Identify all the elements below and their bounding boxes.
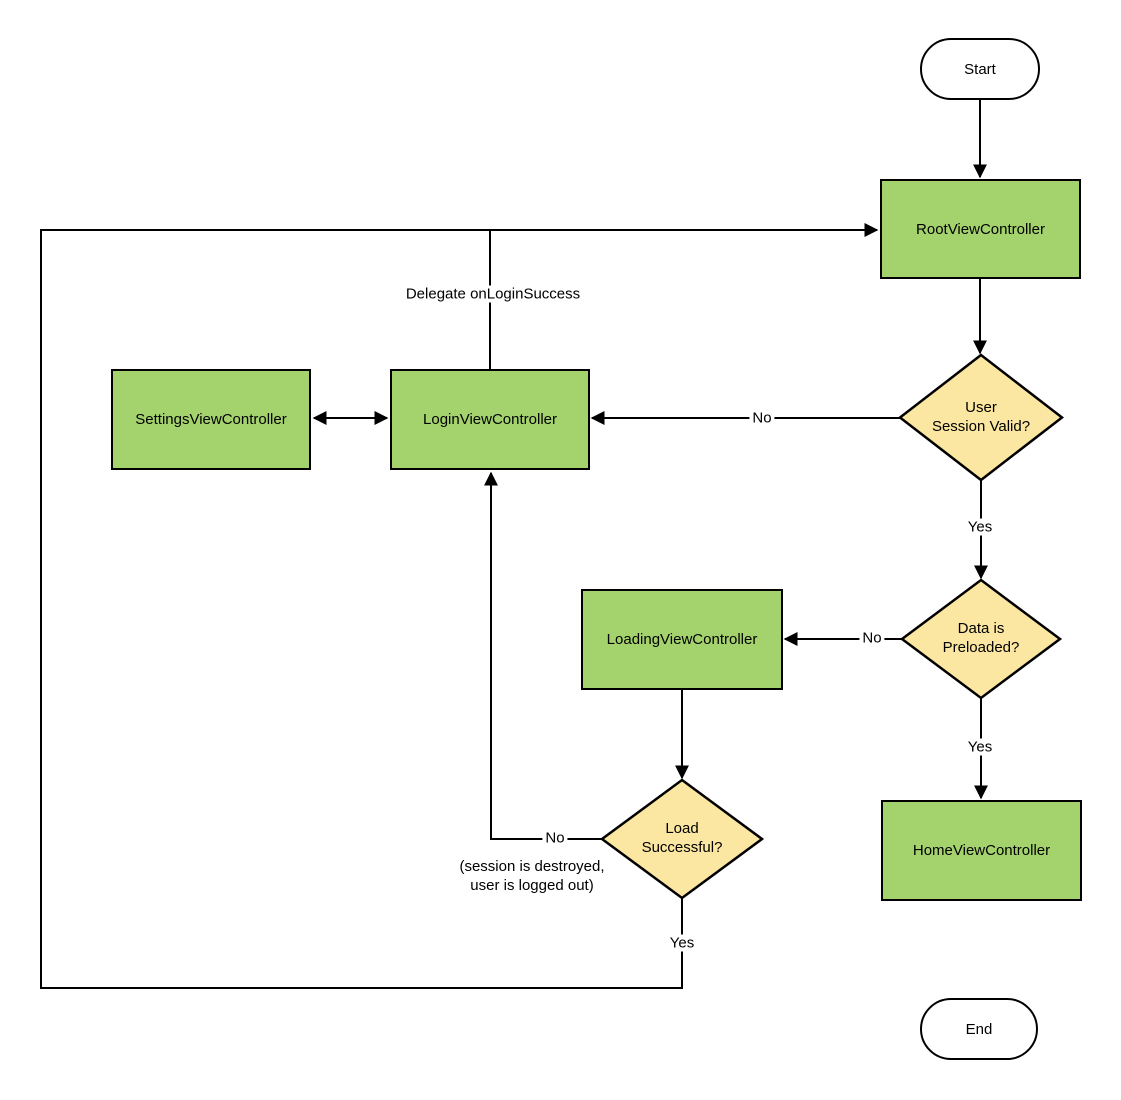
node-load-successful-decision <box>599 778 765 900</box>
node-end: End <box>920 998 1038 1060</box>
node-settings-view-controller: SettingsViewController <box>111 369 311 470</box>
data-preloaded-label-line1: Data is <box>957 620 1005 637</box>
edge-label-preloaded-no: No <box>859 629 885 647</box>
node-data-preloaded-decision <box>899 578 1063 700</box>
data-preloaded-label: Data is Preloaded? <box>943 619 1020 657</box>
edge-label-delegate-on-login-success: Delegate onLoginSuccess <box>402 285 584 303</box>
load-no-annotation: (session is destroyed, user is logged ou… <box>459 857 604 895</box>
edge-load-yes-to-root <box>40 223 879 989</box>
node-start-label: Start <box>964 60 996 78</box>
edge-label-load-no: No <box>542 829 568 847</box>
node-login-label: LoginViewController <box>423 411 557 428</box>
edge-label-session-no: No <box>749 409 775 427</box>
data-preloaded-label-line2: Preloaded? <box>942 639 1020 656</box>
node-root-view-controller: RootViewController <box>880 179 1081 279</box>
edge-label-session-yes: Yes <box>964 518 996 536</box>
session-valid-label-line2: Session Valid? <box>931 418 1031 435</box>
node-root-label: RootViewController <box>916 220 1045 238</box>
node-end-label: End <box>965 1020 993 1038</box>
node-settings-label: SettingsViewController <box>135 411 287 428</box>
node-login-view-controller: LoginViewController <box>390 369 590 470</box>
node-start: Start <box>920 38 1040 100</box>
edge-label-preloaded-yes: Yes <box>964 738 996 756</box>
session-valid-label: User Session Valid? <box>932 398 1030 436</box>
load-successful-label-line1: Load <box>665 820 699 837</box>
node-home-view-controller: HomeViewController <box>881 800 1082 901</box>
node-loading-view-controller: LoadingViewController <box>581 589 783 690</box>
node-loading-label: LoadingViewController <box>606 631 758 648</box>
load-successful-label: Load Successful? <box>642 819 723 857</box>
node-session-valid-decision <box>897 353 1065 482</box>
load-successful-label-line2: Successful? <box>641 839 723 856</box>
node-home-label: HomeViewController <box>912 842 1051 859</box>
load-no-annotation-line2: user is logged out) <box>470 877 594 894</box>
edge-label-load-yes: Yes <box>666 934 698 952</box>
session-valid-label-line1: User <box>965 399 997 416</box>
load-no-annotation-line1: (session is destroyed, <box>459 858 605 875</box>
